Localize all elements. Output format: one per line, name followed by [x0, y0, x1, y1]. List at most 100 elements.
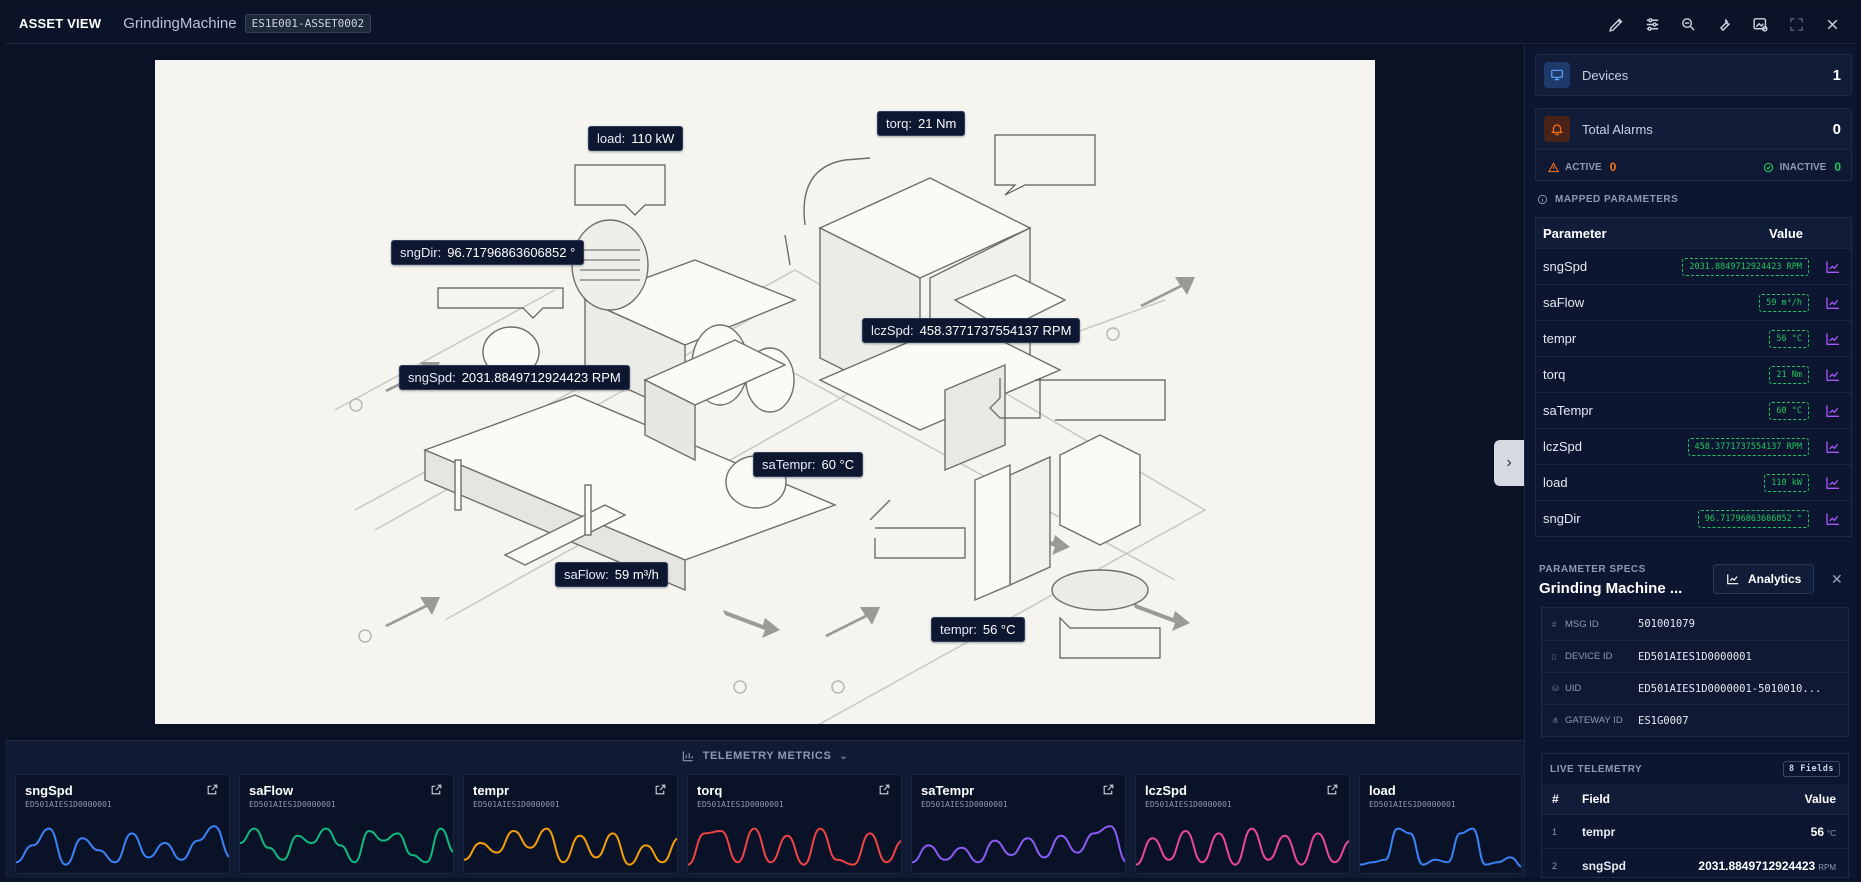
trend-chart-icon[interactable] — [1825, 295, 1841, 311]
specs-table: #MSG ID 501001079 ▯DEVICE ID ED501AIES1D… — [1541, 607, 1849, 737]
telemetry-card[interactable]: sngSpd ED501AIES1D0000001 — [15, 774, 230, 874]
active-count: 0 — [1609, 160, 1617, 174]
specs-heading: PARAMETER SPECS — [1539, 564, 1646, 575]
external-link-icon[interactable] — [206, 783, 219, 796]
metric-device: ED501AIES1D0000001 — [697, 800, 784, 809]
device-icon: ▯ — [1552, 652, 1557, 661]
diagram-tag-torq[interactable]: torq:21 Nm — [877, 111, 966, 136]
spec-row: #MSG ID 501001079 — [1552, 618, 1695, 630]
trend-chart-icon[interactable] — [1825, 259, 1841, 275]
panel-toggle-button[interactable]: › — [1494, 440, 1524, 486]
monitor-icon — [1544, 62, 1570, 88]
inactive-alarms[interactable]: INACTIVE 0 — [1763, 160, 1841, 174]
hash-icon: # — [1552, 619, 1557, 629]
fields-count-badge: 8 Fields — [1783, 761, 1840, 777]
col-parameter: Parameter — [1543, 225, 1607, 241]
metric-name: saTempr — [921, 783, 975, 798]
sparkline-path — [912, 825, 1125, 864]
diagram-tag-saflow[interactable]: saFlow:59 m³/h — [555, 562, 668, 587]
telemetry-card[interactable]: tempr ED501AIES1D0000001 — [463, 774, 678, 874]
devices-count: 1 — [1832, 66, 1841, 84]
specs-machine-name: Grinding Machine ... — [1539, 580, 1683, 597]
sparkline-path — [240, 827, 453, 864]
devices-label: Devices — [1582, 67, 1629, 83]
external-link-icon[interactable] — [878, 783, 891, 796]
live-telemetry-table: LIVE TELEMETRY 8 Fields # Field Value 1 … — [1541, 753, 1849, 878]
wrench-icon[interactable] — [1706, 9, 1742, 39]
sparkline — [688, 827, 901, 866]
param-value: 110 kW — [1764, 473, 1809, 492]
pen-icon[interactable] — [1598, 9, 1634, 39]
diagram-tag-sngspd[interactable]: sngSpd:2031.8849712924423 RPM — [399, 365, 630, 390]
param-value: 2031.8849712924423 RPM — [1682, 257, 1809, 276]
metric-device: ED501AIES1D0000001 — [25, 800, 112, 809]
active-alarms[interactable]: ACTIVE 0 — [1548, 160, 1616, 174]
chevron-down-icon: ⌄ — [839, 750, 849, 762]
param-row-sngspd[interactable]: sngSpd 2031.8849712924423 RPM — [1536, 248, 1851, 284]
bell-icon — [1544, 116, 1570, 142]
right-panel: Devices 1 Total Alarms 0 ACTIVE 0 INACTI… — [1524, 45, 1856, 878]
table-row[interactable]: 1 tempr 56°C — [1542, 814, 1848, 848]
top-bar: ASSET VIEW GrindingMachine ES1E001-ASSET… — [5, 4, 1856, 44]
telemetry-card[interactable]: saFlow ED501AIES1D0000001 — [239, 774, 454, 874]
trend-chart-icon[interactable] — [1825, 403, 1841, 419]
telemetry-card[interactable]: saTempr ED501AIES1D0000001 — [911, 774, 1126, 874]
trend-chart-icon[interactable] — [1825, 367, 1841, 383]
sparkline — [240, 827, 453, 864]
toolbar — [1598, 4, 1850, 44]
app-title: ASSET VIEW — [19, 16, 102, 31]
live-table-header: # Field Value — [1542, 784, 1848, 814]
external-link-icon[interactable] — [654, 783, 667, 796]
diagram-tag-sngdir[interactable]: sngDir:96.71796863606852 ° — [391, 240, 585, 265]
external-link-icon[interactable] — [430, 783, 443, 796]
inactive-count: 0 — [1834, 160, 1841, 174]
diagram-tag-tempr[interactable]: tempr:56 °C — [931, 617, 1025, 642]
analytics-button[interactable]: Analytics — [1713, 564, 1815, 594]
trend-chart-icon[interactable] — [1825, 475, 1841, 491]
sliders-icon[interactable] — [1634, 9, 1670, 39]
sparkline-path — [1136, 827, 1349, 866]
telemetry-card[interactable]: torq ED501AIES1D0000001 — [687, 774, 902, 874]
diagram-tag-load[interactable]: load:110 kW — [588, 126, 684, 151]
external-link-icon[interactable] — [1326, 783, 1339, 796]
devices-stat[interactable]: Devices 1 — [1535, 54, 1852, 96]
param-value: 96.71796863606852 ° — [1697, 509, 1809, 528]
close-icon[interactable] — [1814, 9, 1850, 39]
param-name: tempr — [1543, 331, 1577, 346]
asset-id-chip: ES1E001-ASSET0002 — [244, 14, 372, 33]
alarms-label: Total Alarms — [1582, 121, 1653, 137]
telemetry-title: TELEMETRY METRICS — [702, 750, 832, 762]
metric-device: ED501AIES1D0000001 — [473, 800, 560, 809]
sparkline — [464, 827, 677, 866]
asset-canvas: load:110 kW torq:21 Nm sngDir:96.7179686… — [5, 45, 1524, 740]
param-name: lczSpd — [1543, 439, 1583, 454]
metric-name: load — [1369, 783, 1396, 798]
alarms-stat[interactable]: Total Alarms 0 — [1535, 108, 1852, 150]
diagram-tag-satempr[interactable]: saTempr:60 °C — [753, 452, 864, 477]
trend-chart-icon[interactable] — [1825, 511, 1841, 527]
trend-chart-icon[interactable] — [1825, 439, 1841, 455]
fullscreen-icon[interactable] — [1778, 9, 1814, 39]
zoom-search-icon[interactable] — [1670, 9, 1706, 39]
metric-name: torq — [697, 783, 723, 798]
telemetry-card[interactable]: load ED501AIES1D0000001 — [1359, 774, 1522, 874]
trend-chart-icon[interactable] — [1825, 331, 1841, 347]
external-link-icon[interactable] — [1102, 783, 1115, 796]
machine-diagram[interactable]: load:110 kW torq:21 Nm sngDir:96.7179686… — [155, 60, 1375, 724]
close-specs-icon[interactable]: ✕ — [1831, 571, 1843, 587]
alarms-count: 0 — [1832, 120, 1841, 138]
param-name: sngSpd — [1543, 259, 1588, 274]
alarm-breakdown: ACTIVE 0 INACTIVE 0 — [1535, 151, 1852, 181]
telemetry-card[interactable]: lczSpd ED501AIES1D0000001 — [1135, 774, 1350, 874]
image-settings-icon[interactable] — [1742, 9, 1778, 39]
diagram-tag-lczspd[interactable]: lczSpd:458.3771737554137 RPM — [862, 318, 1081, 343]
telemetry-header[interactable]: TELEMETRY METRICS ⌄ — [5, 741, 1524, 771]
